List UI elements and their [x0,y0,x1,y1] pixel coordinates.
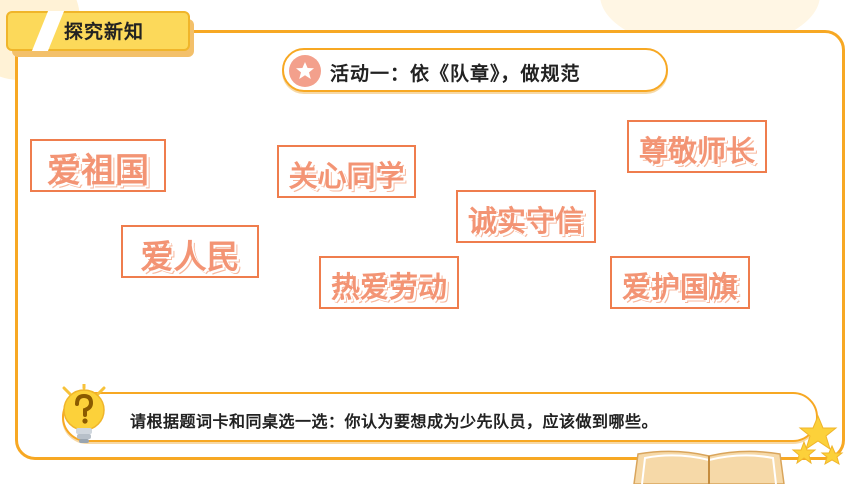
question-text: 请根据题词卡和同桌选一选：你认为要想成为少先队员，应该做到哪些。 [130,412,659,431]
section-title: 探究新知 [64,21,145,43]
word-card[interactable]: 关心同学 [277,145,416,198]
word-card[interactable]: 爱人民 [121,225,259,278]
word-card[interactable]: 热爱劳动 [319,256,459,309]
star-icon [289,55,321,87]
word-card[interactable]: 诚实守信 [456,190,596,243]
word-card[interactable]: 爱祖国 [30,139,166,192]
question-bar: 请根据题词卡和同桌选一选：你认为要想成为少先队员，应该做到哪些。 [62,392,818,442]
stars-icon [791,414,844,466]
question-bulb-icon [62,384,106,443]
open-book-icon [633,450,785,484]
title-tag-body [6,11,190,51]
activity-title: 活动一：依《队章》，做规范 [330,63,581,85]
section-title-tag: 探究新知 [6,11,196,59]
word-card[interactable]: 尊敬师长 [627,120,767,173]
activity-title-pill: 活动一：依《队章》，做规范 [282,48,668,92]
word-card[interactable]: 爱护国旗 [610,256,750,309]
